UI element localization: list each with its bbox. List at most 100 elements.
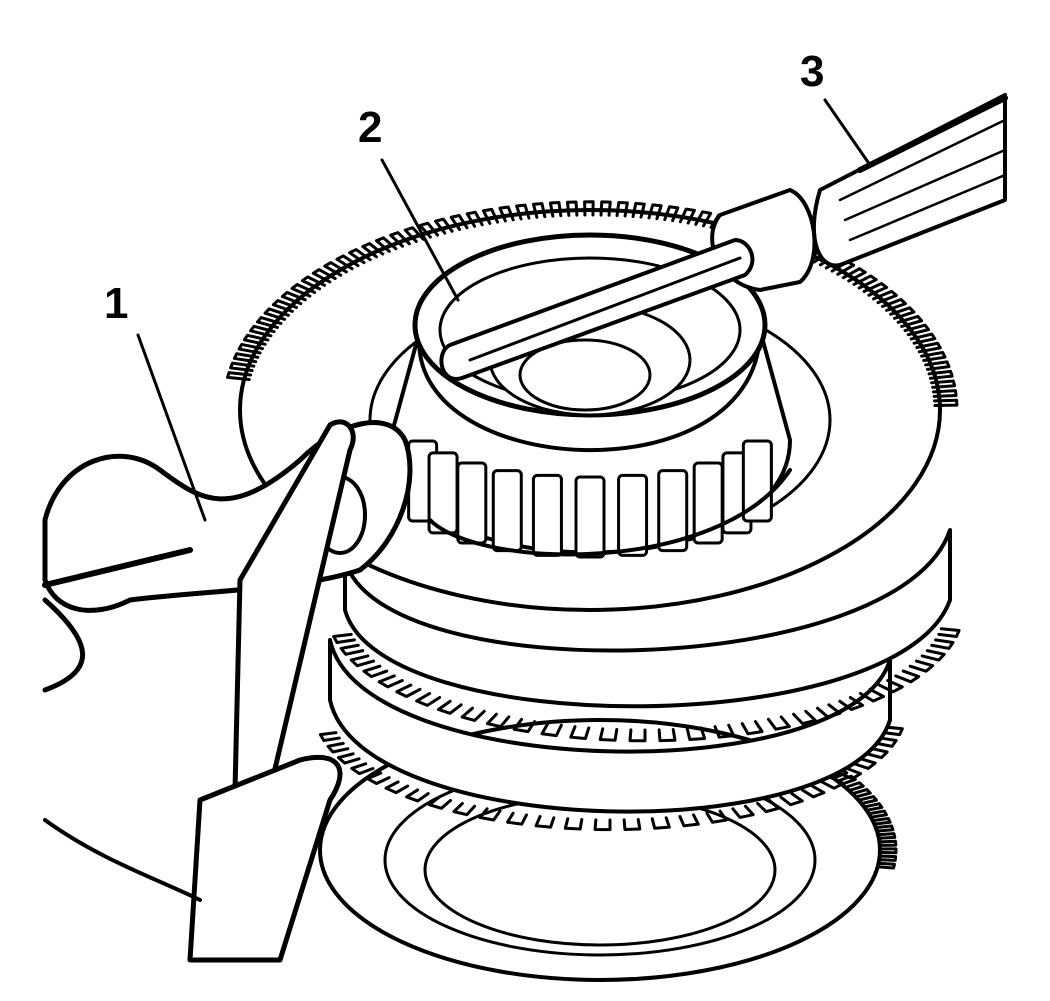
gear-tooth bbox=[263, 307, 290, 321]
gear-tooth bbox=[349, 654, 376, 668]
gear-tooth bbox=[405, 788, 430, 803]
gear-tooth bbox=[647, 203, 663, 221]
gear-tooth bbox=[249, 324, 276, 338]
gear-tooth bbox=[816, 703, 842, 719]
middle-gear-1-teeth bbox=[332, 627, 961, 743]
bearing-rollers bbox=[407, 439, 773, 559]
gear-tooth bbox=[877, 679, 904, 694]
gear-tooth bbox=[650, 816, 671, 830]
gear-tooth bbox=[876, 861, 896, 870]
gear-tooth bbox=[478, 807, 502, 822]
gear-tooth bbox=[631, 201, 646, 219]
middle-gear-2-teeth bbox=[318, 725, 904, 832]
gear-tooth bbox=[766, 715, 791, 731]
callout-3-label: 3 bbox=[800, 47, 825, 96]
gear-tooth bbox=[232, 352, 260, 364]
bearing-roller bbox=[741, 439, 773, 523]
pliers bbox=[42, 419, 413, 963]
gear-tooth bbox=[427, 795, 453, 810]
gear-tooth bbox=[908, 659, 935, 673]
gear-tooth bbox=[933, 398, 959, 407]
gear-tooth bbox=[460, 706, 486, 722]
gear-tooth bbox=[622, 817, 642, 831]
gear-tooth bbox=[434, 217, 454, 235]
gear-tooth bbox=[332, 632, 356, 645]
gear-tooth bbox=[229, 361, 256, 373]
gear-tooth bbox=[878, 847, 898, 855]
gear-tooth bbox=[481, 207, 500, 225]
leader-line-1 bbox=[136, 333, 207, 522]
gear-tooth bbox=[311, 268, 337, 284]
bearing-roller bbox=[657, 469, 689, 553]
gear-tooth bbox=[862, 282, 889, 297]
gear-tooth bbox=[740, 720, 764, 736]
gear-tooth bbox=[436, 699, 463, 715]
gear-tooth bbox=[350, 762, 375, 776]
gear-tooth bbox=[924, 360, 951, 371]
gear-tooth bbox=[452, 801, 477, 817]
gear-tooth bbox=[678, 207, 696, 225]
gear-tooth bbox=[255, 316, 283, 329]
gear-tooth bbox=[779, 792, 804, 807]
gear-tooth bbox=[449, 213, 469, 231]
gear-tooth bbox=[800, 784, 826, 799]
callout-2-label: 2 bbox=[358, 103, 383, 152]
gear-tooth bbox=[927, 369, 954, 380]
gear-tooth bbox=[348, 248, 372, 265]
gear-tooth bbox=[838, 695, 865, 711]
gear-tooth bbox=[877, 854, 898, 862]
gear-tooth bbox=[540, 722, 563, 738]
gear-tooth bbox=[565, 200, 579, 217]
gear-tooth bbox=[792, 709, 817, 726]
gear-tooth bbox=[937, 627, 961, 639]
gear-tooth bbox=[876, 832, 897, 840]
screwdriver bbox=[439, 93, 1008, 381]
gear-tooth bbox=[485, 712, 511, 729]
gear-tooth bbox=[694, 210, 713, 228]
gear-tooth bbox=[889, 306, 916, 320]
gear-tooth bbox=[465, 210, 484, 228]
gear-tooth bbox=[909, 332, 937, 345]
gear-tooth bbox=[415, 692, 442, 707]
gear-tooth bbox=[563, 817, 584, 831]
gear-tooth bbox=[685, 726, 707, 741]
gear-tooth bbox=[903, 323, 931, 337]
gear-tooth bbox=[877, 839, 898, 847]
gear-tooth bbox=[663, 205, 680, 223]
gear-tooth bbox=[731, 804, 755, 819]
gear-tooth bbox=[377, 674, 404, 689]
gear-tooth bbox=[403, 226, 425, 244]
gear-tooth bbox=[335, 254, 360, 271]
gear-tooth bbox=[657, 727, 677, 743]
gear-tooth bbox=[862, 802, 884, 812]
gear-tooth bbox=[384, 780, 410, 795]
gear-tooth bbox=[548, 201, 563, 218]
gear-tooth bbox=[237, 342, 265, 355]
gear-tooth bbox=[867, 809, 888, 819]
gear-tooth bbox=[705, 809, 728, 824]
gear-tooth bbox=[871, 816, 892, 826]
gear-tooth bbox=[915, 341, 942, 354]
gear-tooth bbox=[896, 314, 924, 328]
gear-tooth bbox=[512, 717, 537, 734]
gear-tooth bbox=[242, 333, 270, 346]
gear-tooth bbox=[389, 231, 411, 248]
gear-tooth bbox=[583, 200, 595, 217]
gear-tooth bbox=[336, 752, 361, 765]
gear-tooth bbox=[593, 818, 612, 832]
gear-tooth bbox=[531, 202, 547, 219]
gear-tooth bbox=[498, 205, 515, 223]
gear-tooth bbox=[339, 643, 365, 656]
gear-tooth bbox=[628, 728, 647, 743]
gear-tooth bbox=[837, 767, 863, 781]
gear-tooth bbox=[318, 731, 341, 743]
gear-tooth bbox=[280, 290, 307, 306]
gear-tooth bbox=[395, 683, 422, 698]
gear-tooth bbox=[865, 747, 889, 760]
gear-tooth bbox=[366, 771, 391, 786]
leader-line-3 bbox=[823, 98, 872, 167]
gear-tooth bbox=[418, 221, 440, 239]
bearing-roller bbox=[491, 469, 523, 553]
gear-tooth bbox=[820, 776, 845, 790]
gear-tooth bbox=[599, 200, 612, 217]
